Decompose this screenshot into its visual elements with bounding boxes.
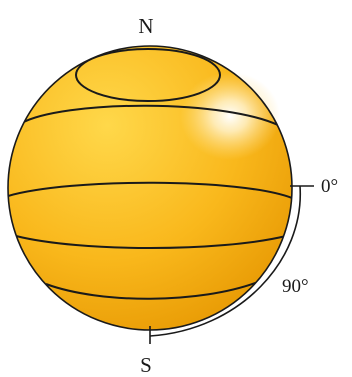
south-pole-label: S: [140, 353, 152, 377]
latitude-line-4: [45, 281, 259, 300]
latitude-scale-arc: [149, 185, 301, 337]
latitude-line-top-cap: [75, 48, 221, 102]
latitude-line-2: [8, 181, 292, 199]
angle-ninety-label: 90°: [282, 276, 309, 297]
sphere-highlight: [180, 72, 280, 160]
angle-zero-label: 0°: [321, 176, 338, 197]
latitude-line-1: [19, 104, 285, 129]
north-pole-label: N: [138, 14, 153, 38]
latitude-line-3: [15, 235, 287, 249]
